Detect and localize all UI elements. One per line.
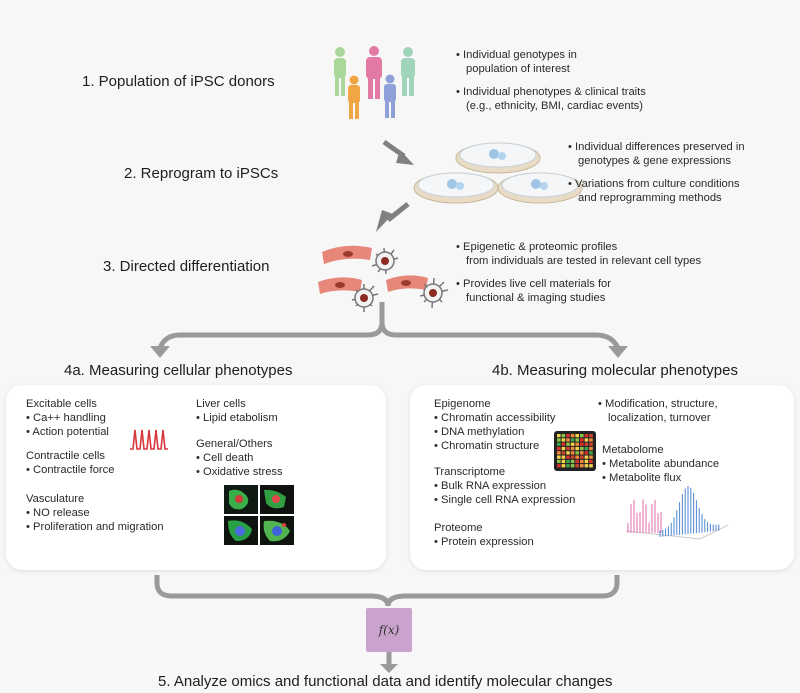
step-2-notes: • Individual differences preserved in ge… [568, 140, 745, 205]
group-item: • Modification, structure, [598, 398, 718, 410]
note-line: • Epigenetic & proteomic profiles [456, 241, 618, 253]
group-item: • Proliferation and migration [26, 521, 164, 533]
step-5-label: 5. Analyze omics and functional data and… [158, 673, 613, 690]
donor-population-illustration [334, 46, 415, 119]
fx-label: f(x) [378, 623, 400, 637]
spiky-cell-icon [371, 247, 399, 275]
split-bracket [157, 302, 621, 350]
action-potential-waveform-icon [130, 429, 168, 450]
note-line: (e.g., ethnicity, BMI, cardiac events) [466, 100, 643, 112]
modification-group: • Modification, structure, localization,… [598, 397, 718, 425]
step-1-label: 1. Population of iPSC donors [82, 73, 275, 90]
note-line: • Variations from culture conditions [568, 178, 740, 190]
group-title: Excitable cells [26, 398, 97, 410]
epigenome-group: Epigenome • Chromatin accessibility • DN… [434, 397, 555, 453]
arrow-step1-to-step2 [382, 139, 414, 165]
metabolome-group: Metabolome • Metabolite abundance • Meta… [602, 443, 719, 485]
analysis-function-box: f(x) [366, 608, 412, 652]
group-item: • Protein expression [434, 536, 534, 548]
cellular-phenotypes-panel: Excitable cells • Ca++ handling • Action… [6, 385, 386, 570]
petri-dish-icon [497, 172, 583, 204]
general-others-group: General/Others • Cell death • Oxidative … [196, 437, 283, 479]
group-item: • Chromatin structure [434, 440, 540, 452]
group-item: • NO release [26, 507, 90, 519]
vasculature-group: Vasculature • NO release • Proliferation… [26, 492, 164, 534]
group-title: Vasculature [26, 493, 85, 505]
cardiomyocyte-icon [322, 245, 372, 264]
spiky-cell-icon [351, 284, 379, 312]
step-3-label: 3. Directed differentiation [103, 258, 270, 275]
group-title: Epigenome [434, 398, 491, 410]
group-item: • Bulk RNA expression [434, 480, 547, 492]
cellular-phenotypes-title: 4a. Measuring cellular phenotypes [64, 362, 293, 379]
person-mint-icon [401, 47, 415, 96]
methylation-heatmap-icon [554, 431, 596, 471]
fluorescence-images-icon [224, 485, 294, 545]
note-line: population of interest [466, 63, 570, 75]
group-title: Metabolome [602, 444, 664, 456]
group-item: • Action potential [26, 426, 109, 438]
petri-dishes-illustration [413, 142, 583, 204]
note-line: from individuals are tested in relevant … [466, 255, 702, 267]
person-orange-icon [348, 75, 360, 119]
contractile-cells-group: Contractile cells • Contractile force [26, 449, 114, 477]
note-line: • Individual differences preserved in [568, 141, 745, 153]
cardiomyocyte-icon [386, 275, 428, 292]
merge-bracket [154, 575, 620, 607]
group-item: • Metabolite abundance [602, 458, 720, 470]
person-green-icon [334, 47, 346, 96]
step-1-notes: • Individual genotypes in population of … [456, 48, 646, 113]
group-item: • DNA methylation [434, 426, 525, 438]
note-line: • Individual phenotypes & clinical trait… [456, 86, 646, 98]
group-item: • Ca++ handling [26, 412, 106, 424]
group-item: • Cell death [196, 452, 254, 464]
note-line: functional & imaging studies [466, 292, 606, 304]
step-3-notes: • Epigenetic & proteomic profiles from i… [456, 240, 701, 305]
petri-dish-icon [455, 142, 541, 174]
group-title: Contractile cells [26, 450, 105, 462]
note-line: and reprogramming methods [578, 192, 722, 204]
proteome-group: Proteome • Protein expression [434, 521, 534, 549]
group-item: localization, turnover [608, 412, 711, 424]
group-title: Liver cells [196, 398, 246, 410]
liver-cells-group: Liver cells • Lipid etabolism [196, 397, 278, 425]
petri-dish-icon [413, 172, 499, 204]
molecular-phenotypes-title: 4b. Measuring molecular phenotypes [492, 362, 738, 379]
group-item: • Chromatin accessibility [434, 412, 556, 424]
note-line: • Provides live cell materials for [456, 278, 611, 290]
group-item: • Single cell RNA expression [434, 494, 576, 506]
note-line: genotypes & gene expressions [578, 155, 731, 167]
excitable-cells-group: Excitable cells • Ca++ handling • Action… [26, 397, 109, 439]
molecular-phenotypes-panel: Epigenome • Chromatin accessibility • DN… [410, 385, 794, 570]
group-item: • Metabolite flux [602, 472, 682, 484]
group-item: • Lipid etabolism [196, 412, 278, 424]
group-item: • Contractile force [26, 464, 115, 476]
transcriptome-group: Transcriptome • Bulk RNA expression • Si… [434, 465, 575, 507]
step-2-label: 2. Reprogram to iPSCs [124, 165, 279, 182]
group-title: General/Others [196, 438, 273, 450]
cardiomyocyte-icon [318, 277, 362, 294]
person-blue-icon [384, 74, 396, 118]
differentiated-cells-illustration [318, 245, 449, 312]
group-title: Transcriptome [434, 466, 506, 478]
spiky-cell-icon [419, 277, 449, 309]
metabolite-spectra-icon [625, 486, 729, 540]
group-item: • Oxidative stress [196, 466, 283, 478]
group-title: Proteome [434, 522, 483, 534]
note-line: • Individual genotypes in [456, 49, 577, 61]
arrow-step2-to-step3 [376, 202, 410, 232]
person-pink-icon [366, 46, 382, 99]
